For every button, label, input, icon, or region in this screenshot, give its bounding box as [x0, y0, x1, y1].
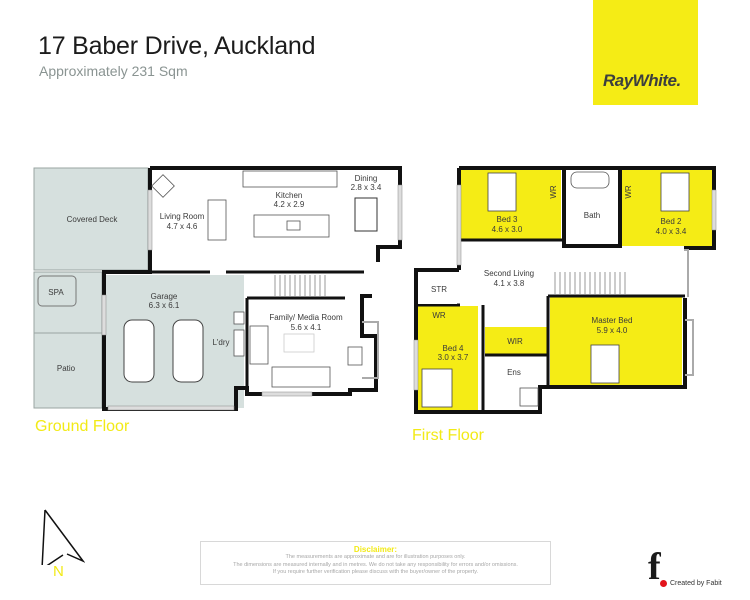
- dims-bed4: 3.0 x 3.7: [438, 353, 469, 362]
- raywhite-logo: RayWhite.: [593, 0, 698, 105]
- disclaimer-line: The measurements are approximate and are…: [285, 554, 466, 560]
- dims-bed3: 4.6 x 3.0: [492, 225, 523, 234]
- fabit-credit-text: Created by Fabit: [670, 580, 722, 587]
- covered-deck-area: [33, 167, 149, 271]
- label-family-media-room: Family/ Media Room: [269, 313, 343, 322]
- property-address: 17 Baber Drive, Auckland: [38, 32, 316, 60]
- dims-second-living: 4.1 x 3.8: [494, 279, 525, 288]
- dims-dining: 2.8 x 3.4: [351, 183, 382, 192]
- dims-kitchen: 4.2 x 2.9: [274, 200, 305, 209]
- label-master-bed: Master Bed: [592, 316, 633, 325]
- label-garage: Garage: [151, 292, 178, 301]
- label-kitchen: Kitchen: [276, 191, 303, 200]
- property-area: Approximately 231 Sqm: [39, 63, 188, 79]
- wir-fill: [485, 327, 547, 355]
- label-laundry: L'dry: [212, 338, 229, 347]
- label-wr-bed3: WR: [549, 185, 558, 199]
- label-bath: Bath: [584, 211, 600, 220]
- label-bed3: Bed 3: [497, 215, 518, 224]
- label-bed2: Bed 2: [661, 217, 682, 226]
- disclaimer-line: If you require further verification plea…: [272, 569, 479, 575]
- label-wr-bed4: WR: [432, 311, 446, 320]
- label-str: STR: [431, 285, 447, 294]
- first-floor-label: First Floor: [412, 427, 484, 444]
- disclaimer-box: Disclaimer: The measurements are approxi…: [200, 541, 551, 585]
- spa-tub: [37, 275, 77, 307]
- label-spa: SPA: [48, 288, 64, 297]
- label-covered-deck: Covered Deck: [67, 215, 119, 224]
- fabit-logo-icon: f: [648, 546, 661, 588]
- dims-living-room: 4.7 x 4.6: [167, 222, 198, 231]
- label-bed4: Bed 4: [443, 344, 464, 353]
- ground-floor-label: Ground Floor: [35, 418, 130, 435]
- disclaimer-line: The dimensions are measured internally a…: [233, 561, 518, 568]
- dims-family-media-room: 5.6 x 4.1: [291, 323, 322, 332]
- first-floor-plan: Bed 3 4.6 x 3.0 WR Bath WR Bed 2 4.0 x 3…: [413, 166, 717, 414]
- label-wr-bed2: WR: [624, 185, 633, 199]
- label-second-living: Second Living: [484, 269, 534, 278]
- disclaimer-title: Disclaimer:: [353, 545, 398, 554]
- ground-floor-plan: Covered Deck SPA Patio Living Room 4.7 x…: [33, 166, 403, 411]
- north-arrow-icon: [41, 509, 85, 565]
- dims-master-bed: 5.9 x 4.0: [597, 326, 628, 335]
- dims-bed2: 4.0 x 3.4: [656, 227, 687, 236]
- dims-garage: 6.3 x 6.1: [149, 301, 180, 310]
- label-dining: Dining: [355, 174, 378, 183]
- label-patio: Patio: [57, 364, 76, 373]
- label-ens: Ens: [507, 368, 521, 377]
- raywhite-logo-text: RayWhite.: [603, 71, 681, 90]
- label-wir: WIR: [507, 337, 523, 346]
- fabit-dot-icon: [660, 580, 667, 587]
- label-living-room: Living Room: [160, 212, 205, 221]
- north-label: N: [53, 563, 64, 580]
